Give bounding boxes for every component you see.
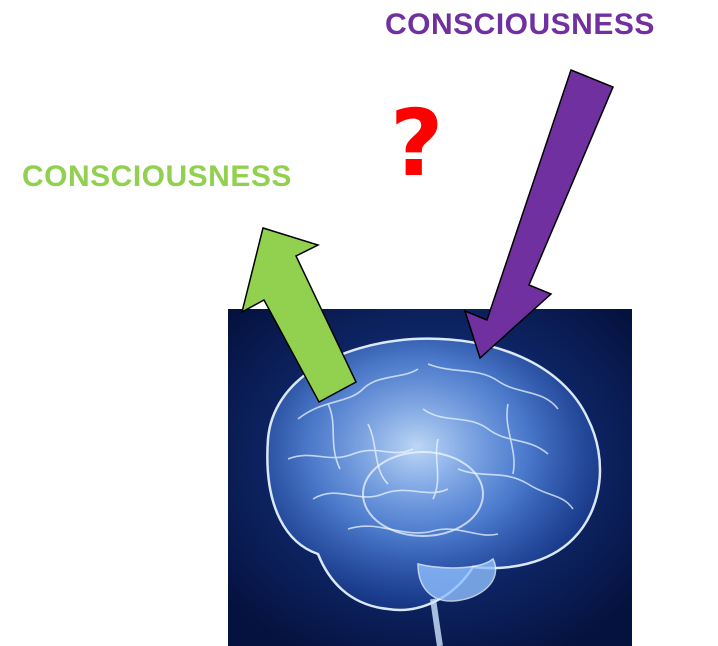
arrow-out-green	[242, 228, 356, 402]
arrow-in-purple	[465, 70, 613, 358]
